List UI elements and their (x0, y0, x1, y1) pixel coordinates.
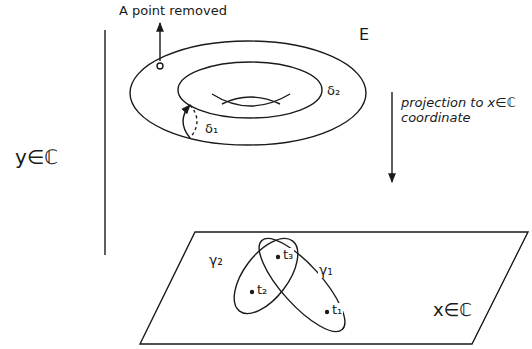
branch-point (276, 255, 280, 259)
branch-point (325, 310, 329, 314)
gamma1-loop (247, 227, 357, 343)
point-label: t₃ (282, 248, 294, 263)
leader-arrow (159, 23, 160, 61)
y-axis-line (104, 30, 105, 255)
axis-label: y∈ℂ (14, 146, 59, 169)
loop-label: γ₂ (208, 252, 224, 268)
cycle-label: δ₂ (326, 84, 341, 99)
loop-label: γ₁ (318, 262, 334, 278)
delta1-cycle-front (183, 105, 190, 138)
delta1-cycle-back (190, 105, 197, 138)
point-label: t₁ (331, 303, 343, 318)
x-plane (140, 232, 528, 344)
plane-label: x∈ℂ (432, 300, 473, 321)
projection-arrow (391, 92, 392, 182)
cycle-label: δ₁ (204, 122, 219, 137)
removed-point (157, 63, 163, 69)
annotation: A point removed (118, 4, 228, 19)
torus-hole-upper (222, 97, 280, 104)
gamma2-loop (222, 228, 310, 325)
delta2-cycle (178, 62, 322, 118)
branch-point (250, 290, 254, 294)
torus-outline (130, 41, 366, 145)
projection-note: projection to x∈ℂ coordinate (400, 96, 526, 126)
surface-name: E (358, 26, 370, 44)
point-label: t₂ (256, 283, 268, 298)
torus-hole-lower (212, 94, 290, 106)
